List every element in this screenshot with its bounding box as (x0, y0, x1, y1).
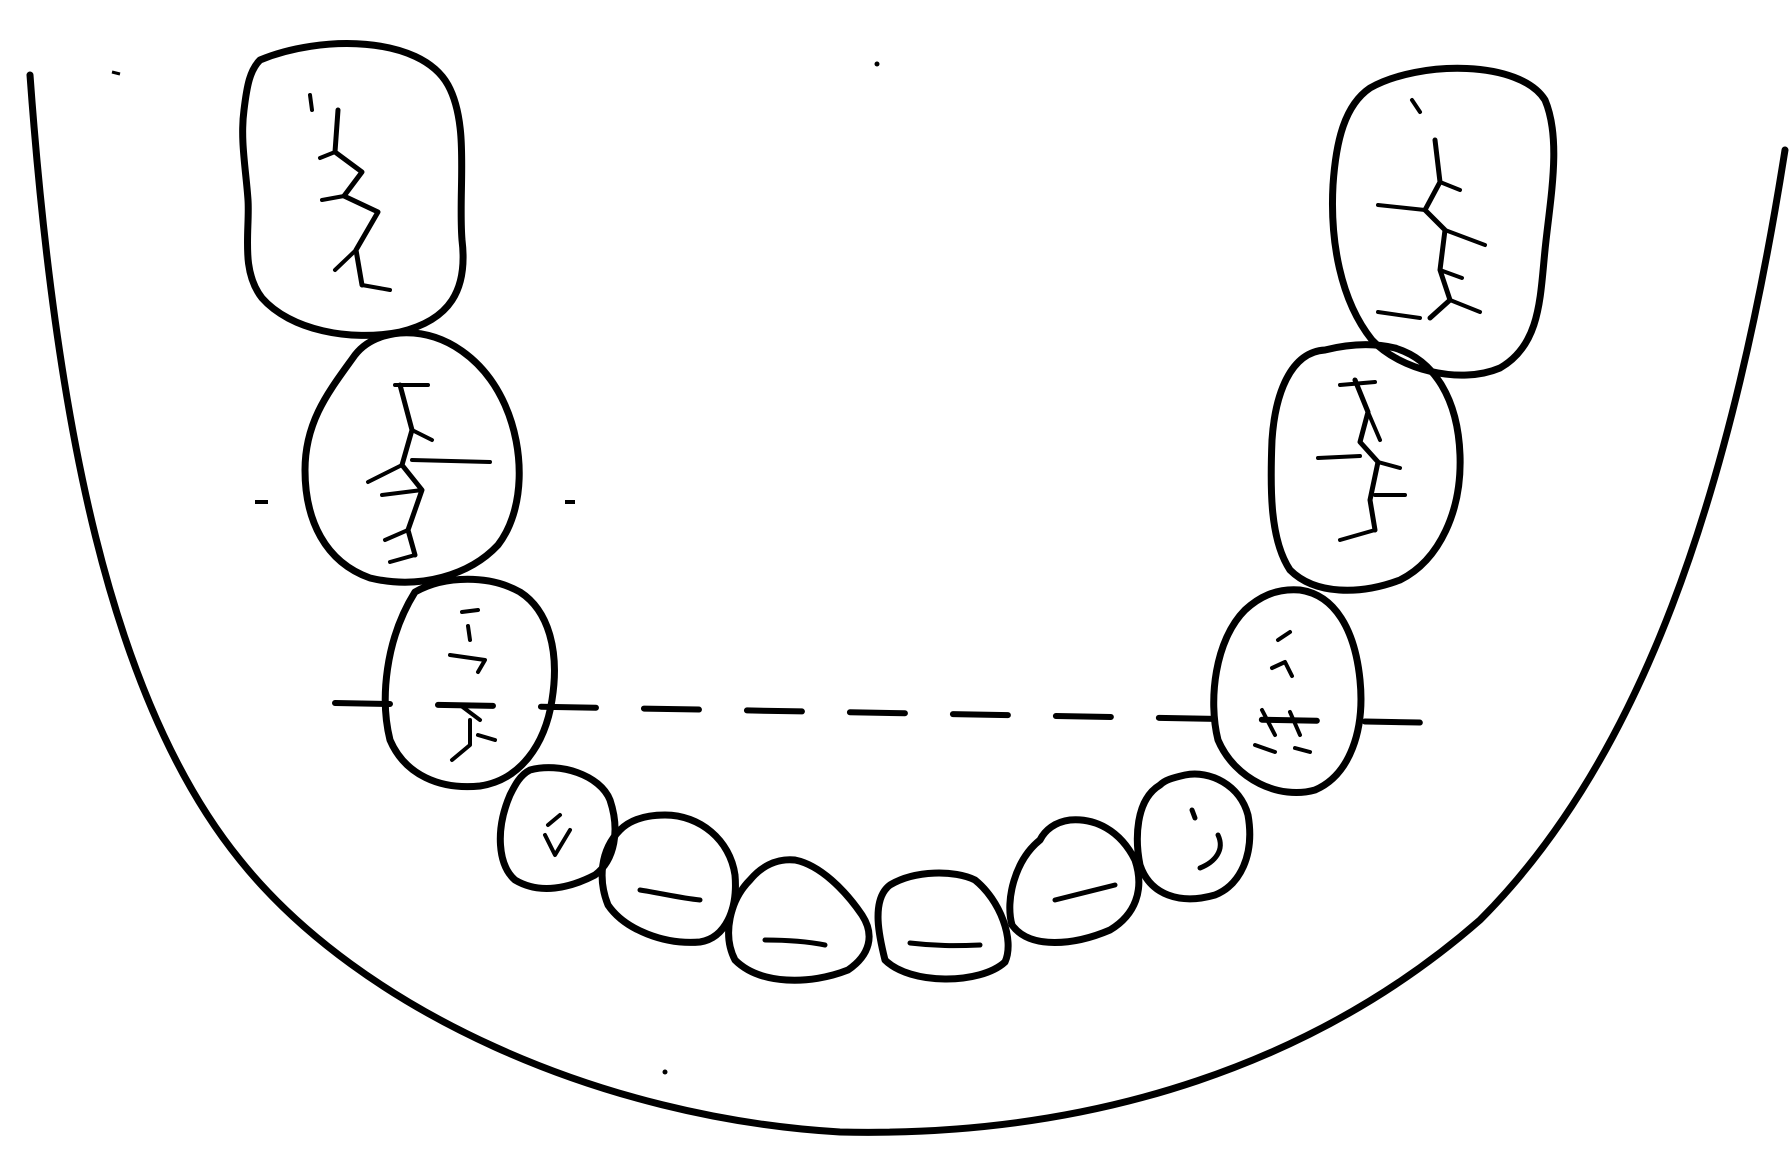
left-central-incisor-ridge (910, 943, 980, 946)
right-first-premolar (1214, 590, 1361, 793)
left-second-premolar-fissure (545, 815, 570, 855)
left-canine (602, 815, 735, 942)
dashed-reference-line (335, 703, 1445, 723)
stray-dot (875, 62, 880, 67)
right-third-molar (1332, 68, 1553, 375)
right-first-premolar-fissure (1255, 632, 1310, 752)
right-canine (1137, 774, 1249, 899)
teeth-group (243, 44, 1554, 981)
left-central-incisor (878, 873, 1008, 979)
left-lateral-incisor (729, 860, 869, 980)
left-third-molar (243, 44, 463, 336)
stray-mark (112, 72, 120, 74)
stray-dot (663, 1070, 668, 1075)
left-second-molar-fissure (368, 385, 490, 562)
right-second-molar-fissure (1318, 382, 1405, 540)
right-canine-ridge (1192, 810, 1220, 868)
left-lateral-incisor-ridge (765, 940, 825, 945)
left-second-premolar (500, 768, 615, 889)
left-first-premolar-fissure (450, 610, 495, 760)
left-second-molar-fissure (400, 385, 422, 555)
right-third-molar-fissure (1378, 100, 1485, 318)
right-central-incisor (1010, 820, 1139, 943)
right-central-incisor-ridge (1055, 885, 1115, 900)
left-third-molar-fissure (310, 95, 390, 290)
left-canine-ridge (640, 890, 700, 900)
